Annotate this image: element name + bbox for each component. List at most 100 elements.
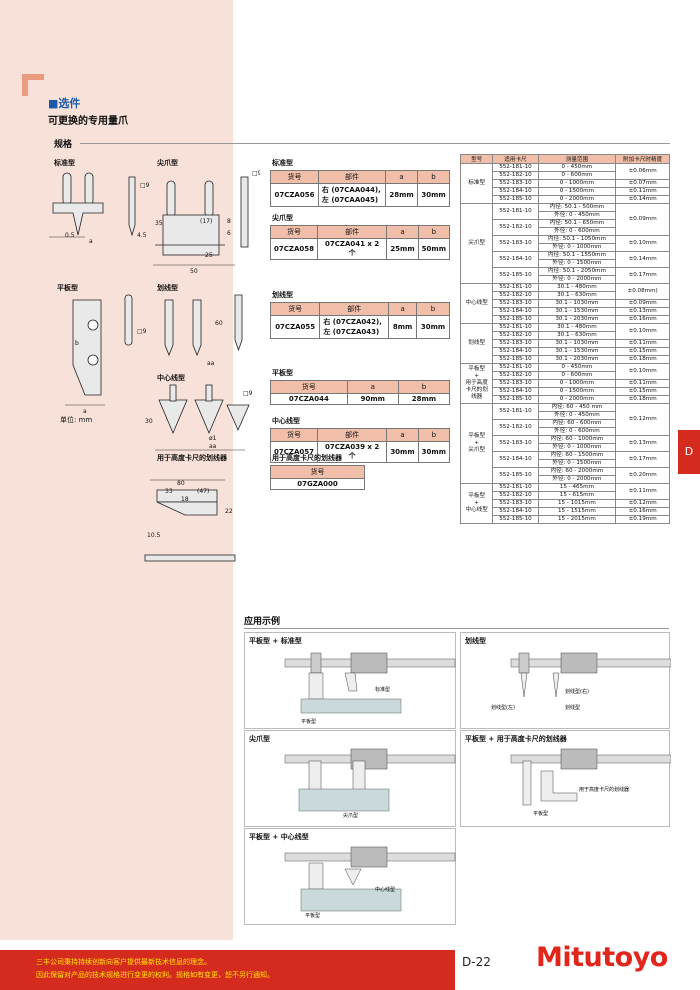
compat-range: 0 - 600mm [537, 171, 617, 180]
drawing-label-center: 中心线型 [157, 374, 185, 382]
compat-model: 552-181-10 [492, 283, 539, 292]
compat-accuracy: ±0.10mm [615, 363, 670, 380]
dim-80: 80 [177, 480, 185, 487]
part-title-center: 中心线型 [272, 417, 300, 425]
drawing-label-standard: 标准型 [54, 159, 75, 167]
th: a [386, 225, 419, 239]
dim-22: 22 [225, 508, 233, 515]
app-illustration-1: 标准型 平板型 [284, 652, 456, 725]
app-panel-5: 平板型 + 中心线型 中心线型 平板型 [244, 828, 456, 925]
compat-range: 外径: 0 - 2000mm [537, 475, 617, 484]
dim-6: 6 [227, 230, 231, 237]
compat-range: 30.1 - 2030mm [537, 355, 617, 364]
td: 07CZA056 [270, 183, 319, 207]
compat-model: 552-183-10 [492, 499, 539, 508]
th: b [417, 225, 451, 239]
compat-range: 外径: 0 - 1000mm [537, 443, 617, 452]
compat-model: 552-181-10 [492, 403, 539, 420]
page-number: D-22 [462, 955, 491, 969]
scriber-tip [156, 501, 218, 516]
td: 28mm [385, 183, 419, 207]
compat-model: 552-185-10 [492, 395, 539, 404]
app1-label-flat: 平板型 [301, 718, 316, 725]
td: 28mm [397, 393, 451, 405]
compat-model: 552-183-10 [492, 299, 539, 308]
compat-range: 0 - 600mm [537, 371, 617, 380]
part-table-scriber: 货号 07GZA000 [270, 465, 365, 490]
dim-aa2: aa [209, 443, 217, 450]
compat-model: 552-183-10 [492, 435, 539, 452]
compat-range: 15 - 2015mm [537, 515, 617, 524]
technical-drawings: 0.5 a 4.5 □9 35 (17) 8 6 25 50 □9 b a □9… [49, 170, 260, 562]
compat-accuracy: ±0.16mm [615, 315, 670, 324]
compat-range: 15 - 465mm [537, 483, 617, 492]
dim-18: 18 [181, 496, 189, 503]
compat-accuracy: ±0.15mm [615, 387, 670, 396]
footer-note-1: 三丰公司秉持持续创新向客户提供最新技术信息的理念。 [36, 958, 211, 966]
standard-jaw [52, 202, 104, 236]
app-panel-title: 平板型 + 用于高度卡尺的划线器 [465, 735, 567, 743]
compat-accuracy: ±0.19mm [615, 515, 670, 524]
drawing-label-knife: 划线型 [157, 284, 178, 292]
compat-range: 内径: 50.1 - 650mm [537, 219, 617, 228]
compat-model: 552-183-10 [492, 379, 539, 388]
point-plate [162, 214, 220, 256]
flat-side [124, 294, 133, 346]
compat-model: 552-184-10 [492, 387, 539, 396]
dim-aa: aa [207, 360, 215, 367]
dim-30: 30 [145, 418, 153, 425]
dim-8: 8 [227, 218, 231, 225]
compat-header: 测量范围 [537, 154, 617, 164]
dim-phi9: □9 [140, 182, 150, 189]
dim-phi9-c: □9 [137, 328, 147, 335]
compat-type: 平板型 + 中心线型 [459, 483, 494, 524]
th: 货号 [270, 428, 318, 442]
compat-range: 30.1 - 480mm [537, 283, 617, 292]
compat-model: 552-185-10 [492, 355, 539, 364]
standard-prong-right [84, 172, 94, 206]
th: a [346, 380, 399, 394]
compat-type: 平板型 + 用于高度 卡尺的划 线器 [459, 363, 494, 404]
compat-model: 552-182-10 [492, 171, 539, 180]
chapter-tab[interactable]: D [678, 430, 700, 474]
compat-accuracy: ±0.14mm [615, 195, 670, 204]
section-subtitle: 可更换的专用量爪 [48, 116, 128, 127]
part-title-scriber: 用于高度卡尺的划线器 [272, 454, 342, 462]
app5-label-center: 中心线型 [375, 886, 395, 893]
app-panel-title: 尖爪型 [249, 735, 270, 743]
compat-model: 552-181-10 [492, 163, 539, 172]
compat-model: 552-182-10 [492, 491, 539, 500]
compat-range: 30.1 - 1530mm [537, 347, 617, 356]
app-panel-4: 平板型 + 用于高度卡尺的划线器 用于高度卡尺的划线器 平板型 [460, 730, 671, 827]
compat-range: 0 - 1000mm [537, 379, 617, 388]
compat-header: 适用卡尺 [492, 154, 539, 164]
td: 25mm [386, 238, 419, 260]
compat-accuracy: ±0.14mm [615, 251, 670, 268]
dim-b: b [75, 340, 79, 347]
compat-accuracy: ±0.06mm [615, 163, 670, 180]
center-right [194, 399, 224, 435]
standard-side [128, 176, 136, 237]
compat-model: 552-181-10 [492, 323, 539, 332]
compat-accuracy: ±0.11mm [615, 379, 670, 388]
compat-range: 30.1 - 630mm [537, 331, 617, 340]
compat-range: 外径: 0 - 1500mm [537, 259, 617, 268]
compat-range: 内径: 60 - 450 mm [537, 403, 617, 412]
th: 货号 [270, 225, 318, 239]
compat-range: 内径: 60 - 600mm [537, 419, 617, 428]
